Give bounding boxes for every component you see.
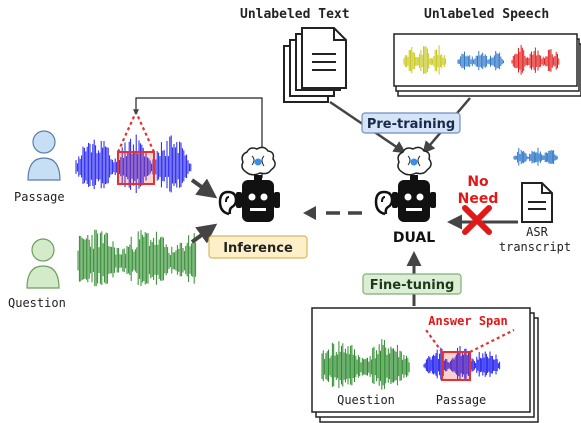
no-need-line1: No xyxy=(467,174,489,190)
unlabeled-text-title: Unlabeled Text xyxy=(240,7,350,22)
question-speaker-icon xyxy=(26,238,60,289)
answer-span-highlight-bottom xyxy=(441,351,471,381)
asr-label-line2: transcript xyxy=(499,240,571,254)
brain-icon xyxy=(397,146,432,176)
inference-badge xyxy=(208,235,308,259)
dual-robot-icon xyxy=(374,146,436,222)
pre-training-badge xyxy=(361,112,461,134)
unlabeled-speech-title: Unlabeled Speech xyxy=(424,7,549,22)
bottom-question-label: Question xyxy=(337,393,395,407)
passage-left-label: Passage xyxy=(14,190,65,204)
inference-robot-icon xyxy=(218,146,280,222)
fine-tuning-label: Fine-tuning xyxy=(370,278,455,293)
question-left-label: Question xyxy=(8,296,66,310)
answer-span-highlight-left xyxy=(117,151,155,185)
asr-waveform xyxy=(513,147,558,166)
fine-tuning-badge xyxy=(362,273,462,295)
document-stack-icon xyxy=(283,27,347,103)
cross-icon xyxy=(462,205,492,235)
passage-speaker-icon xyxy=(27,130,61,181)
question-waveform xyxy=(77,229,197,287)
dual-label: DUAL xyxy=(393,230,435,246)
inference-label: Inference xyxy=(223,241,293,256)
passage-waveform xyxy=(75,134,192,194)
pre-training-label: Pre-training xyxy=(367,117,455,132)
bottom-question-waveform xyxy=(321,339,410,390)
asr-label-line1: ASR xyxy=(526,225,548,239)
bottom-passage-label: Passage xyxy=(436,393,487,407)
asr-document-icon xyxy=(521,182,553,223)
unlabeled-speech-cards xyxy=(393,33,581,97)
brain-icon xyxy=(241,146,276,176)
answer-span-label: Answer Span xyxy=(428,314,507,328)
no-need-line2: Need xyxy=(458,191,499,207)
